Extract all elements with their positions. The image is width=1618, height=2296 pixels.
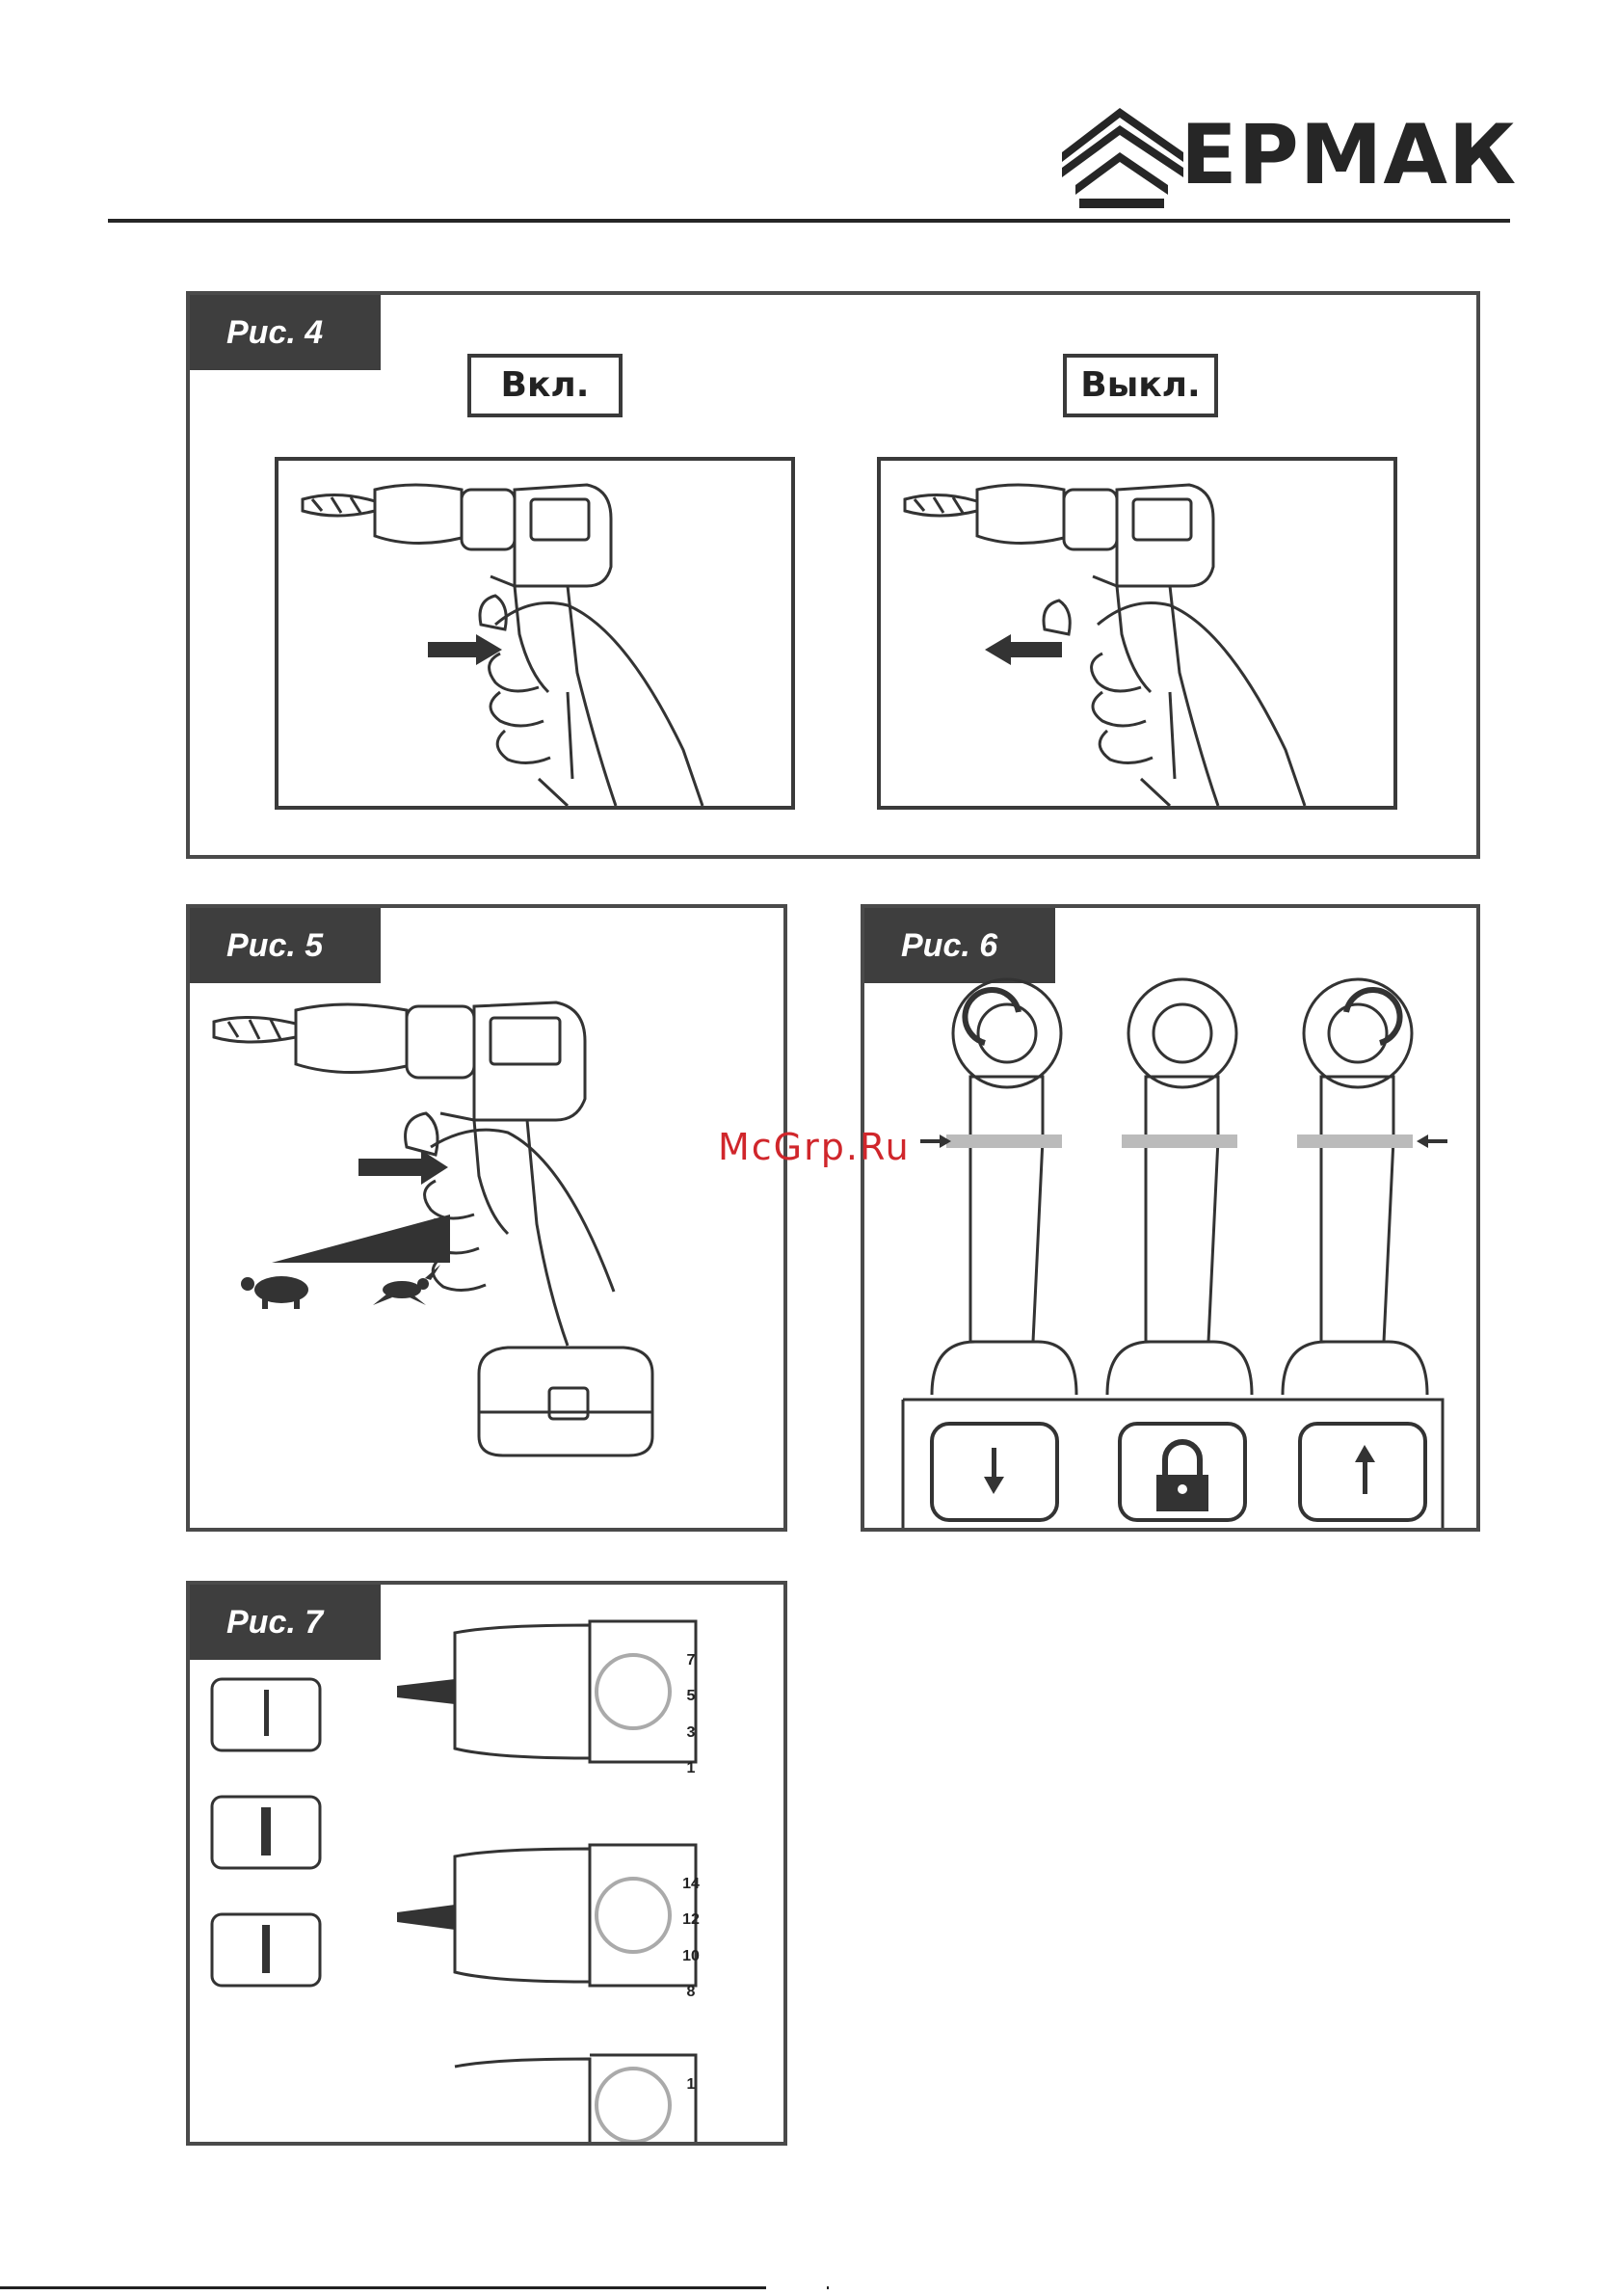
rotate-cw-icon [1346, 990, 1400, 1043]
watermark: McGrp.Ru [718, 1126, 911, 1168]
dial-2-value: 12 [682, 1911, 700, 1929]
dial-2-value: 14 [682, 1876, 700, 1893]
dial-3-scale: 1 [676, 2076, 705, 2115]
drill-icon [279, 461, 791, 806]
figure-4-panel: Рис. 4 Вкл. Выкл. [186, 291, 1480, 859]
arrow-left-icon [985, 634, 1062, 665]
hand-icon [490, 603, 703, 807]
arrow-up-icon [1355, 1445, 1375, 1494]
figure-7-panel: Рис. 7 1 3 5 7 [186, 1581, 787, 2146]
figure-4-label: Рис. 4 [190, 295, 381, 370]
nail-icon [264, 1690, 269, 1736]
dial-2-value: 8 [687, 1984, 696, 2001]
screw-icon [261, 1807, 271, 1855]
drill-front-views [864, 908, 1476, 1528]
dial-1-value: 7 [687, 1652, 696, 1669]
rabbit-icon [373, 1265, 440, 1305]
turtle-icon [241, 1276, 308, 1309]
dial-1-scale: 1 3 5 7 [676, 1642, 705, 1787]
drill-icon [881, 461, 1393, 806]
chuck-dials [368, 1604, 782, 2144]
mode-icons [209, 1676, 325, 2062]
dial-3-value: 1 [687, 2076, 696, 2093]
footer-rule [0, 2286, 766, 2289]
arrow-left-icon [1417, 1135, 1447, 1148]
drill-icon [190, 983, 783, 1528]
dial-1-value: 3 [687, 1724, 696, 1742]
off-label: Выкл. [1063, 354, 1218, 417]
speed-wedge [272, 1215, 450, 1263]
arrow-down-icon [984, 1448, 1004, 1494]
header-rule [108, 219, 1510, 223]
bit-icon [397, 1679, 455, 1930]
dial-1-value: 1 [687, 1760, 696, 1777]
figure-4-on-illustration [275, 457, 795, 810]
figure-7-label: Рис. 7 [190, 1585, 381, 1660]
on-label: Вкл. [467, 354, 623, 417]
drill-bit-icon [262, 1925, 270, 1973]
dial-2-value: 10 [682, 1948, 700, 1965]
figure-4-off-illustration [877, 457, 1397, 810]
footer-mark [827, 2286, 829, 2289]
figure-5-label: Рис. 5 [190, 908, 381, 983]
dial-1-value: 5 [687, 1688, 696, 1705]
rotate-ccw-icon [965, 990, 1019, 1043]
lock-icon [1156, 1442, 1208, 1511]
brand-name: ЕРМАК [1180, 114, 1517, 197]
logo-roof-icon [1060, 106, 1185, 212]
brand-logo: ЕРМАК [1060, 106, 1513, 212]
figure-6-panel: Рис. 6 [861, 904, 1480, 1532]
dial-2-scale: 8 10 12 14 [676, 1866, 705, 2011]
figure-5-panel: Рис. 5 [186, 904, 787, 1532]
hand-icon [1092, 603, 1305, 807]
